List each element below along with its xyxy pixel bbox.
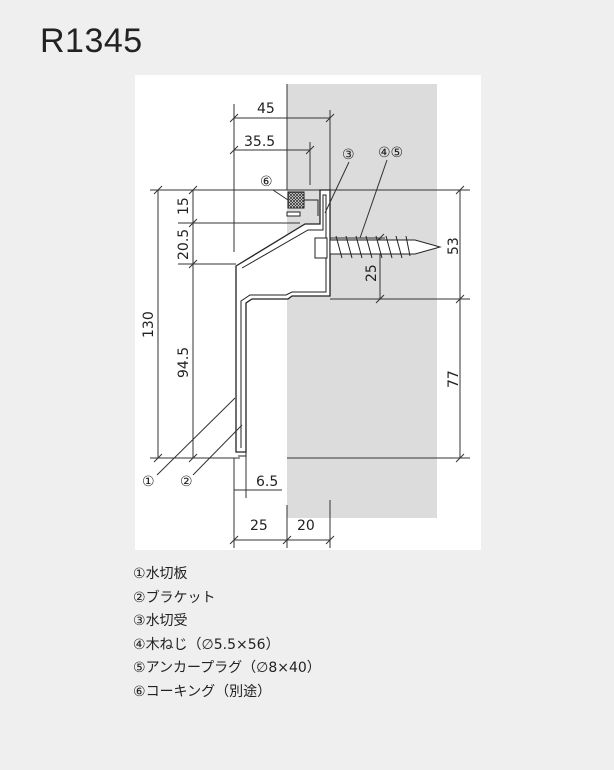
leader-lines [156, 159, 388, 476]
anchor-screw [314, 235, 442, 259]
dim-left-20-5: 20.5 [176, 229, 192, 260]
dimension-ticks [153, 113, 465, 545]
dim-bottom-25: 25 [250, 518, 268, 534]
legend-text: 木ねじ（∅5.5×56） [145, 636, 280, 653]
dimension-lines [150, 84, 470, 548]
section-drawing-svg: 45 35.5 15 20.5 130 94.5 53 25 77 6.5 25… [141, 84, 470, 548]
dim-bottom-6-5: 6.5 [256, 474, 278, 490]
callout-2: ② [180, 474, 193, 490]
callout-4-5: ④⑤ [378, 145, 403, 161]
legend-number: ② [133, 589, 146, 606]
dim-top-45: 45 [257, 101, 275, 117]
dim-top-35-5: 35.5 [244, 134, 275, 150]
legend-number: ⑤ [133, 660, 146, 676]
legend-text: コーキング（別途） [145, 683, 272, 700]
legend-number: ③ [133, 613, 146, 629]
dim-left-15: 15 [176, 197, 192, 215]
section-drawing: 45 35.5 15 20.5 130 94.5 53 25 77 6.5 25… [135, 75, 481, 550]
dim-right-53: 53 [446, 237, 462, 255]
legend-text: 水切受 [145, 613, 188, 629]
dim-right-77: 77 [446, 370, 462, 388]
model-title: R1345 [40, 22, 143, 60]
dim-bottom-20: 20 [297, 518, 315, 534]
sealant [287, 191, 305, 209]
callout-3: ③ [342, 147, 355, 163]
legend-text: 水切板 [145, 566, 188, 582]
legend-text: ブラケット [145, 589, 216, 606]
sill-inner [238, 194, 327, 457]
callout-6: ⑥ [260, 174, 273, 190]
dim-left-94-5: 94.5 [176, 347, 192, 378]
legend-number: ① [133, 566, 146, 582]
callout-1: ① [142, 474, 155, 490]
dim-left-130: 130 [141, 311, 157, 338]
legend-number: ⑥ [133, 683, 146, 700]
dim-right-25: 25 [364, 264, 380, 282]
legend-text: アンカープラグ（∅8×40） [145, 660, 321, 676]
wall-notch [287, 299, 329, 518]
legend-number: ④ [133, 636, 146, 653]
